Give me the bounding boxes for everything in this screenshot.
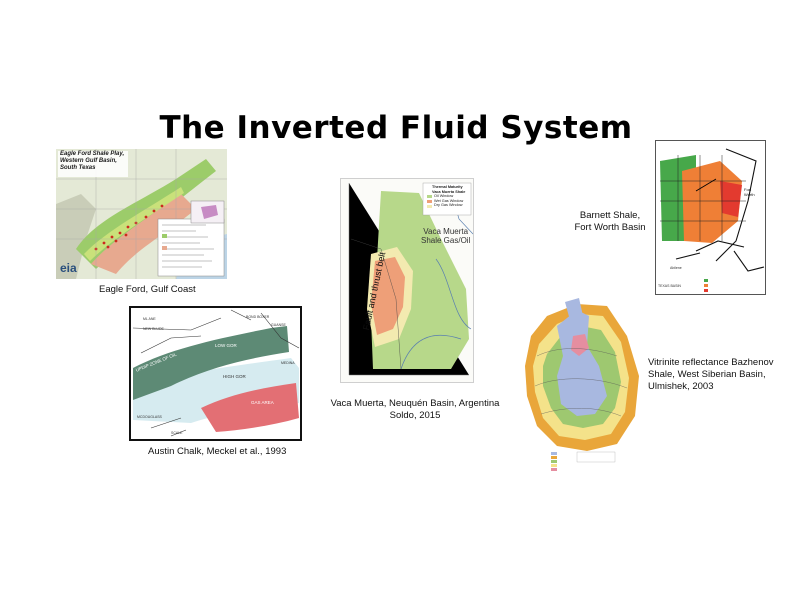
svg-text:Abilene: Abilene	[670, 266, 682, 270]
eagle-ford-caption: Eagle Ford, Gulf Coast	[99, 284, 196, 295]
svg-text:GUANSE: GUANSE	[271, 323, 286, 327]
svg-text:NEW BLUDE: NEW BLUDE	[143, 327, 164, 331]
eagle-ford-map-title: Eagle Ford Shale Play, Western Gulf Basi…	[60, 151, 124, 172]
eagle-ford-map-title-line: Eagle Ford Shale Play,	[60, 151, 125, 157]
barnett-map-graphic: TEXAS BASIN Abilene	[656, 141, 765, 294]
barnett-caption-line: Barnett Shale,	[579, 210, 641, 221]
austin-chalk-label-low-gor: LOW GOR	[215, 343, 237, 348]
vaca-muerta-legend: Thermal Maturity Vaca Muerta Shale Oil W…	[432, 185, 465, 208]
eia-logo: eia	[60, 261, 77, 275]
austin-chalk-caption: Austin Chalk, Meckel et al., 1993	[148, 446, 287, 457]
vaca-muerta-map-label-line: Shale Gas/Oil	[421, 236, 471, 245]
svg-text:ML ANE: ML ANE	[143, 317, 156, 321]
bazhenov-map	[517, 296, 644, 474]
eagle-ford-map: Eagle Ford Shale Play, Western Gulf Basi…	[56, 149, 227, 279]
bazhenov-caption-line: Vitrinite reflectance Bazhenov	[648, 357, 774, 368]
eagle-ford-map-graphic	[56, 149, 227, 279]
vaca-muerta-map-graphic	[341, 179, 473, 382]
bazhenov-caption: Vitrinite reflectance Bazhenov Shale, We…	[648, 357, 778, 393]
slide-title: The Inverted Fluid System	[159, 110, 633, 146]
svg-text:MCDOUGLASS: MCDOUGLASS	[137, 415, 163, 419]
vaca-muerta-caption: Vaca Muerta, Neuquén Basin, Argentina So…	[320, 398, 510, 422]
svg-text:BOND BOXER: BOND BOXER	[246, 315, 270, 319]
barnett-city-label-line: Fort	[744, 187, 752, 192]
barnett-caption: Barnett Shale, Fort Worth Basin	[570, 210, 650, 234]
svg-text:MEDINA: MEDINA	[281, 361, 295, 365]
vaca-muerta-caption-line: Vaca Muerta, Neuquén Basin, Argentina	[330, 398, 500, 409]
austin-chalk-map: ML ANE NEW BLUDE BOND BOXER GUANSE MEDIN…	[129, 306, 302, 441]
vaca-muerta-legend-title: Vaca Muerta Shale	[432, 189, 466, 194]
barnett-map: TEXAS BASIN Abilene Fort Worth	[655, 140, 766, 295]
svg-text:TEXAS BASIN: TEXAS BASIN	[658, 284, 681, 288]
vaca-muerta-map-label: Vaca Muerta Shale Gas/Oil	[421, 227, 470, 245]
vaca-muerta-legend-wet: Wet Gas Window	[434, 198, 464, 203]
bazhenov-map-graphic	[517, 296, 644, 474]
bazhenov-caption-line: Ulmishek, 2003	[648, 381, 714, 392]
austin-chalk-label-gas: GAS AREA	[251, 400, 274, 405]
bazhenov-caption-line: Shale, West Siberian Basin,	[648, 369, 766, 380]
barnett-city-label-line: Worth	[744, 192, 755, 197]
eagle-ford-map-title-line: Western Gulf Basin,	[60, 158, 117, 164]
barnett-city-label: Fort Worth	[744, 187, 755, 197]
vaca-muerta-legend-oil: Oil Window	[434, 194, 454, 198]
eagle-ford-map-title-line: South Texas	[60, 165, 96, 171]
austin-chalk-label-high-gor: HIGH GOR	[223, 374, 246, 379]
vaca-muerta-map: Thermal Maturity Vaca Muerta Shale Oil W…	[340, 178, 474, 383]
austin-chalk-map-graphic: ML ANE NEW BLUDE BOND BOXER GUANSE MEDIN…	[131, 308, 300, 439]
vaca-muerta-map-label-line: Vaca Muerta	[423, 227, 469, 236]
vaca-muerta-caption-line: Soldo, 2015	[389, 410, 441, 421]
vaca-muerta-legend-dry: Dry Gas Window	[434, 203, 463, 207]
vaca-muerta-legend-title: Thermal Maturity	[432, 185, 463, 189]
svg-text:SCALE: SCALE	[171, 431, 183, 435]
barnett-caption-line: Fort Worth Basin	[574, 222, 646, 233]
